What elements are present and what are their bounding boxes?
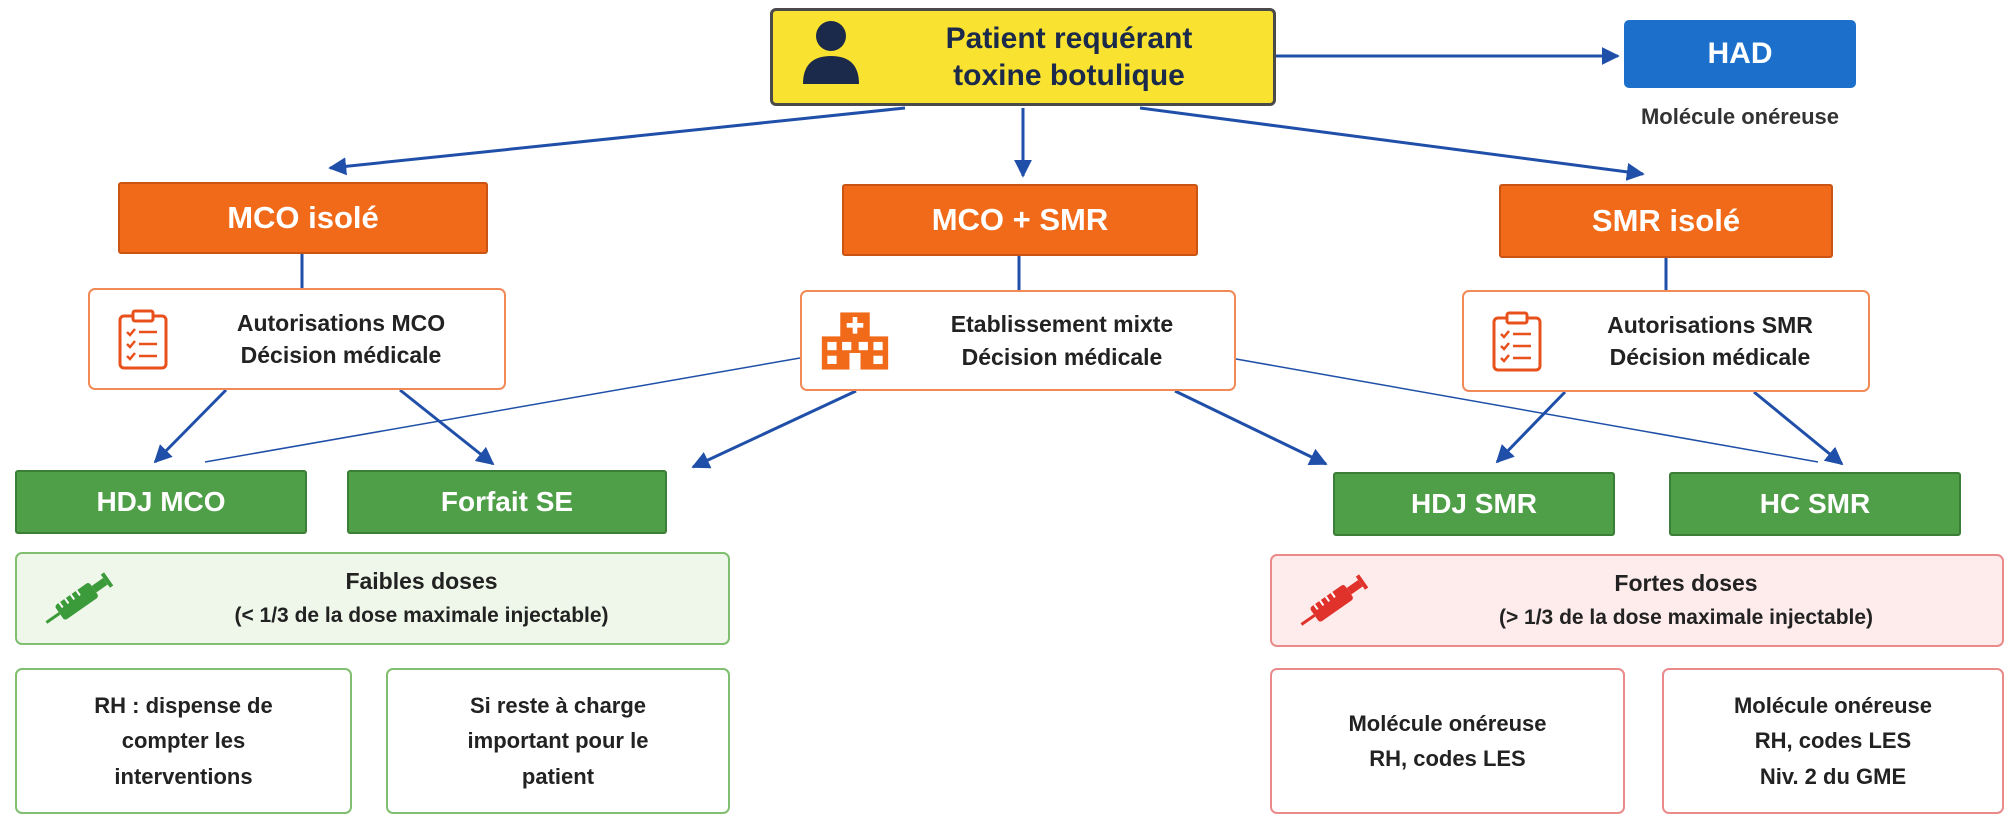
high-dose-box: Fortes doses (> 1/3 de la dose maximale … [1270,554,2004,647]
patient-line2: toxine botulique [953,59,1185,92]
note-high-left-line1: Molécule onéreuse [1348,710,1547,736]
note-high-left-line2: RH, codes LES [1369,746,1526,771]
mco-info-text: Autorisations MCO Décision médicale [178,307,504,371]
had-note: Molécule onéreuse [1640,104,1840,129]
mco-isole-box: MCO isolé [118,182,488,254]
high-dose-text: Fortes doses (> 1/3 de la dose maximale … [1390,566,2002,634]
note-low-right: Si reste à charge important pour le pati… [386,668,730,814]
note-low-right-line2: important pour le [467,728,649,754]
low-dose-subtitle: (< 1/3 de la dose maximale injectable) [234,604,609,628]
high-dose-title: Fortes doses [1614,570,1758,597]
note-low-left: RH : dispense de compter les interventio… [15,668,352,814]
mco-smr-label: MCO + SMR [931,202,1109,237]
arrow-mco-forfait [399,388,495,466]
note-high-left-text: Molécule onéreuse RH, codes LES [1348,706,1546,776]
mixte-info-line1: Etablissement mixte [950,311,1174,338]
mixte-info-line2: Décision médicale [961,343,1163,370]
smr-info-line2: Décision médicale [1609,344,1811,370]
forfait-se-label: Forfait SE [440,486,574,517]
mco-info-line1: Autorisations MCO [236,309,446,336]
mixte-info-text: Etablissement mixte Décision médicale [890,308,1234,372]
hospital-icon [820,308,890,374]
arrow-mixte-hdjsmr [1174,389,1328,466]
note-low-right-text: Si reste à charge important pour le pati… [468,688,649,794]
note-high-right-line3: Niv. 2 du GME [1759,763,1907,789]
low-dose-title: Faibles doses [345,568,498,595]
syringe-icon [1280,566,1390,636]
note-low-left-text: RH : dispense de compter les interventio… [94,688,272,794]
note-high-right-line1: Molécule onéreuse [1733,693,1933,719]
forfait-se-box: Forfait SE [347,470,667,534]
mixte-info-box: Etablissement mixte Décision médicale [800,290,1236,391]
clipboard-icon [108,308,178,370]
hc-smr-box: HC SMR [1669,472,1961,536]
thin-line-left [204,357,801,463]
note-low-left-line3: interventions [114,763,253,789]
patient-label: Patient requérant toxine botulique [865,20,1273,95]
smr-info-line1: Autorisations SMR [1607,311,1813,338]
patient-box: Patient requérant toxine botulique [770,8,1276,106]
had-label: HAD [1707,37,1773,70]
low-dose-box: Faibles doses (< 1/3 de la dose maximale… [15,552,730,645]
note-low-left-line2: compter les [121,728,246,754]
high-dose-subtitle: (> 1/3 de la dose maximale injectable) [1498,606,1874,630]
note-low-left-line1: RH : dispense de [94,693,273,719]
arrow-mco-hdj [153,388,228,464]
hdj-mco-box: HDJ MCO [15,470,307,534]
smr-isole-box: SMR isolé [1499,184,1833,258]
syringe-icon [25,564,135,634]
mco-smr-box: MCO + SMR [842,184,1198,256]
clipboard-icon [1482,310,1552,372]
note-high-left: Molécule onéreuse RH, codes LES [1270,668,1625,814]
note-high-right: Molécule onéreuse RH, codes LES Niv. 2 d… [1662,668,2004,814]
smr-info-box: Autorisations SMR Décision médicale [1462,290,1870,392]
smr-info-text: Autorisations SMR Décision médicale [1552,309,1868,373]
note-low-right-line3: patient [521,763,595,789]
note-high-right-line2: RH, codes LES [1754,728,1912,754]
hdj-smr-label: HDJ SMR [1410,488,1537,519]
note-high-right-text: Molécule onéreuse RH, codes LES Niv. 2 d… [1734,688,1932,794]
low-dose-text: Faibles doses (< 1/3 de la dose maximale… [135,564,728,632]
hdj-smr-box: HDJ SMR [1333,472,1615,536]
arrow-patient-smr [1139,106,1645,181]
patient-line1: Patient requérant [945,21,1193,55]
thin-line-right [1235,358,1819,463]
had-box: HAD [1624,20,1856,88]
arrow-smr-hcsmr [1753,390,1844,466]
note-low-right-line1: Si reste à charge [469,693,647,719]
mco-info-box: Autorisations MCO Décision médicale [88,288,506,390]
hc-smr-label: HC SMR [1759,488,1871,519]
arrow-patient-mco [328,106,906,176]
mco-info-line2: Décision médicale [240,342,442,368]
person-icon [797,18,865,96]
smr-isole-label: SMR isolé [1591,203,1741,238]
hdj-mco-label: HDJ MCO [96,486,226,517]
arrow-smr-hdjsmr [1495,390,1567,464]
arrow-mixte-forfait [691,389,857,469]
mco-isole-label: MCO isolé [227,200,379,235]
